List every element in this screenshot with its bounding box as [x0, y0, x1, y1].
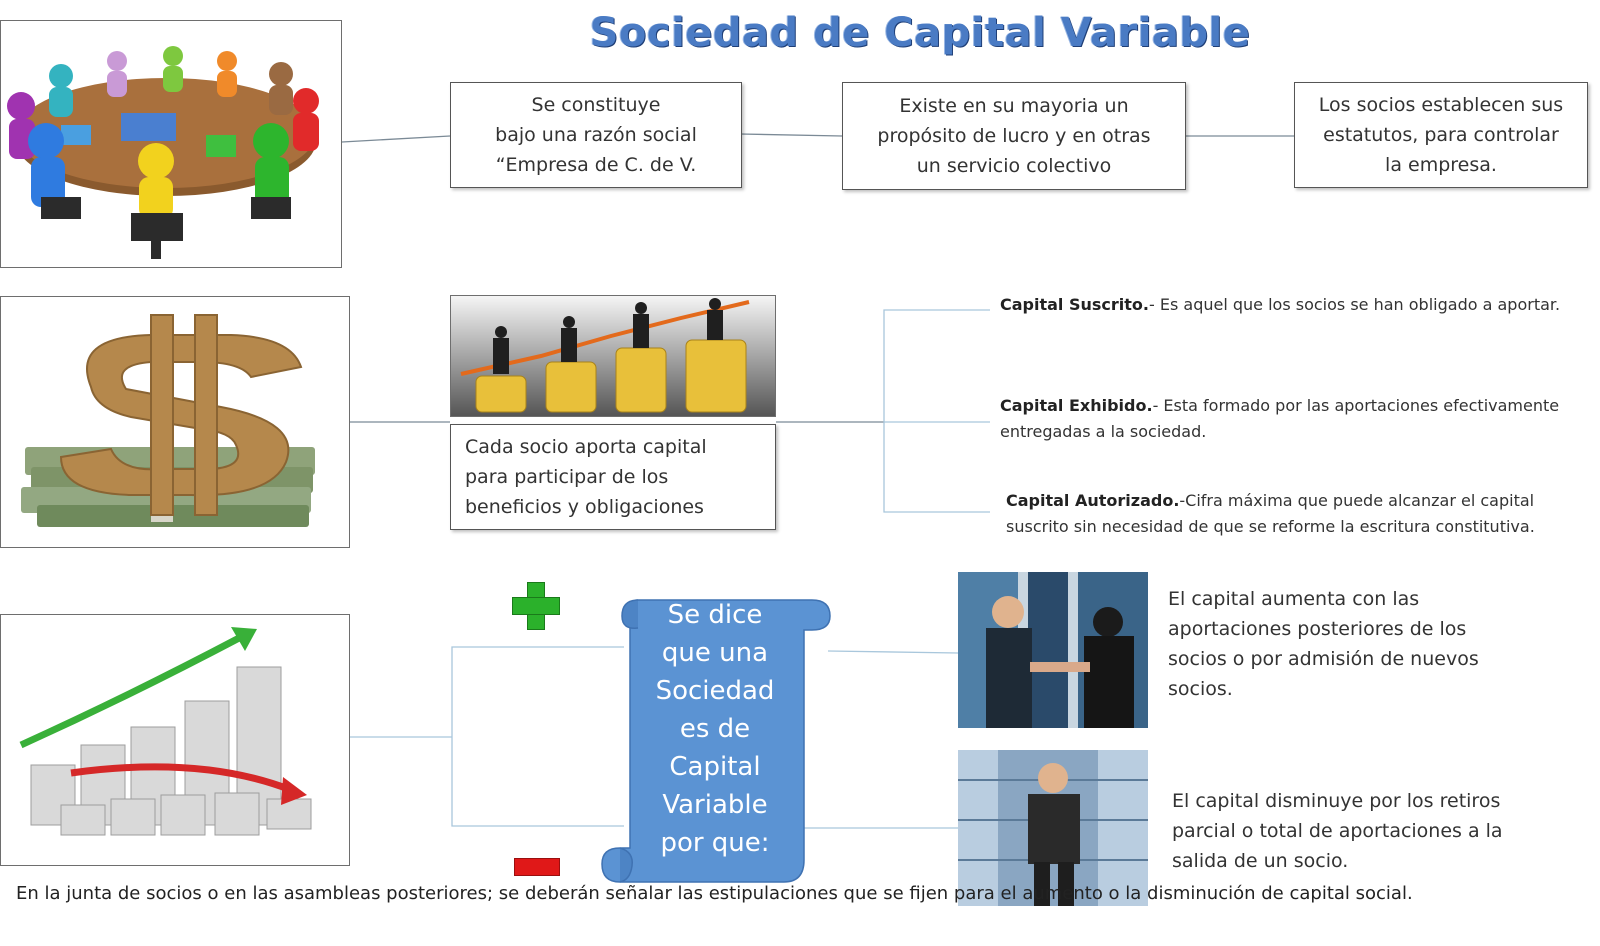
scroll-line-6: Variable: [662, 790, 768, 820]
businessmen-coins-image: [450, 295, 776, 417]
disminuye-line-3: salida de un socio.: [1172, 850, 1349, 872]
growth-chart-image: [0, 614, 350, 866]
proposito-line-2: propósito de lucro y en otras: [877, 125, 1151, 147]
capital-autorizado-term: Capital Autorizado.: [1006, 491, 1180, 510]
estatutos-line-3: la empresa.: [1385, 154, 1497, 176]
capital-suscrito-text: Capital Suscrito.- Es aquel que los soci…: [1000, 292, 1600, 318]
aporta-line-2: para participar de los: [465, 466, 669, 488]
proposito-line-3: un servicio colectivo: [916, 155, 1112, 177]
aumenta-line-1: El capital aumenta con las: [1168, 588, 1420, 610]
scroll-line-7: por que:: [660, 828, 770, 858]
disminuye-line-1: El capital disminuye por los retiros: [1172, 790, 1501, 812]
aumenta-line-2: aportaciones posteriores de los: [1168, 618, 1467, 640]
aporta-line-1: Cada socio aporta capital: [465, 436, 707, 458]
capital-exhibido-desc: - Esta formado por las aportaciones efec…: [1152, 396, 1560, 415]
minus-icon: [514, 858, 560, 876]
handshake-photo: [958, 572, 1148, 728]
capital-autorizado-desc-2: suscrito sin necesidad de que se reforme…: [1006, 517, 1535, 536]
estatutos-line-2: estatutos, para controlar: [1323, 124, 1559, 146]
line-box1-box2: [739, 133, 843, 137]
businessman-walking-photo: [958, 750, 1148, 906]
scroll-banner-shape: [601, 599, 831, 883]
aporta-capital-box: Cada socio aporta capital para participa…: [450, 424, 776, 530]
aporta-line-3: beneficios y obligaciones: [465, 496, 704, 518]
scroll-line-5: Capital: [669, 752, 761, 782]
plus-minus-bracket: [451, 646, 624, 827]
line-scroll-increase: [827, 650, 959, 654]
scroll-line-4: es de: [679, 714, 751, 744]
page-title: Sociedad de Capital Variable: [589, 10, 1251, 56]
scroll-line-2: que una: [661, 638, 769, 668]
capital-suscrito-desc: - Es aquel que los socios se han obligad…: [1149, 295, 1561, 314]
proposito-lucro-box: Existe en su mayoria un propósito de luc…: [842, 82, 1186, 190]
capital-autorizado-desc: -Cifra máxima que puede alcanzar el capi…: [1179, 491, 1535, 510]
plus-icon: [512, 582, 560, 630]
razon-social-line-1: Se constituye: [531, 94, 661, 116]
capital-bracket: [883, 309, 990, 513]
line-img1-box1: [341, 135, 451, 143]
razon-social-line-2: bajo una razón social: [495, 124, 697, 146]
razon-social-box: Se constituye bajo una razón social “Emp…: [450, 82, 742, 188]
razon-social-line-3: “Empresa de C. de V.: [495, 154, 697, 176]
scroll-line-3: Sociedad: [655, 676, 775, 706]
aumenta-line-3: socios o por admisión de nuevos: [1168, 648, 1479, 670]
footer-note: En la junta de socios o en las asambleas…: [16, 883, 1413, 904]
scroll-line-1: Se dice: [667, 600, 763, 630]
capital-disminuye-text: El capital disminuye por los retiros par…: [1172, 786, 1592, 876]
scroll-text: Se dice que una Sociedad es de Capital V…: [642, 596, 788, 862]
capital-exhibido-term: Capital Exhibido.: [1000, 396, 1153, 415]
capital-aumenta-text: El capital aumenta con las aportaciones …: [1168, 584, 1588, 704]
capital-autorizado-text: Capital Autorizado.-Cifra máxima que pue…: [1006, 488, 1600, 540]
aumenta-line-4: socios.: [1168, 678, 1233, 700]
estatutos-box: Los socios establecen sus estatutos, par…: [1294, 82, 1588, 188]
capital-exhibido-desc-2: entregadas a la sociedad.: [1000, 422, 1207, 441]
money-dollar-image: [0, 296, 350, 548]
meeting-table-image: [0, 20, 342, 268]
proposito-line-1: Existe en su mayoria un: [899, 95, 1129, 117]
capital-suscrito-term: Capital Suscrito.: [1000, 295, 1149, 314]
estatutos-line-1: Los socios establecen sus: [1318, 94, 1564, 116]
capital-exhibido-text: Capital Exhibido.- Esta formado por las …: [1000, 393, 1600, 445]
disminuye-line-2: parcial o total de aportaciones a la: [1172, 820, 1503, 842]
